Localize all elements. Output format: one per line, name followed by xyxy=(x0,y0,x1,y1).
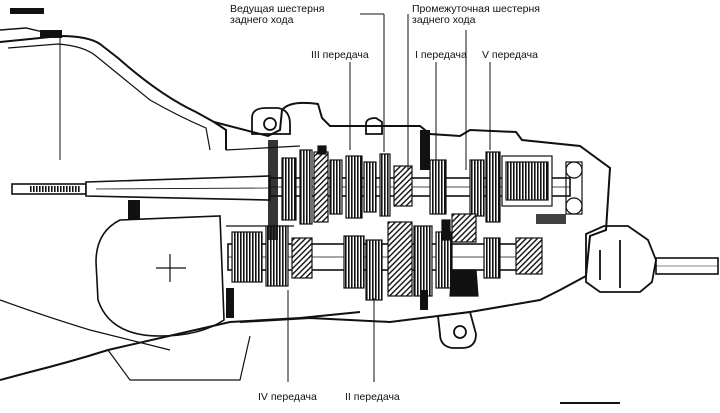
label-reverse-idler-gear: Промежуточная шестерня заднего хода xyxy=(412,3,540,26)
housing-walls xyxy=(128,130,566,318)
label-fourth-gear: IV передача xyxy=(258,391,317,403)
tail-housing xyxy=(585,225,657,293)
label-third-gear: III передача xyxy=(311,49,369,61)
input-shaft xyxy=(11,175,271,201)
housing-tab xyxy=(40,30,62,38)
label-reverse-drive-gear: Ведущая шестерня заднего хода xyxy=(230,3,325,26)
clutch-cross xyxy=(95,215,225,337)
corner-mark xyxy=(10,8,44,14)
clutch-housing xyxy=(0,27,361,381)
reverse-idler-block xyxy=(441,213,479,297)
main-shaft-gears xyxy=(281,145,501,225)
leader-lines xyxy=(287,13,491,382)
label-first-gear: I передача xyxy=(415,49,467,61)
bottom-lug xyxy=(437,311,477,349)
label-fifth-gear: V передача xyxy=(482,49,538,61)
top-lug xyxy=(251,107,383,135)
counter-shaft-gears xyxy=(231,221,501,301)
label-second-gear: II передача xyxy=(345,391,400,403)
footer-mark xyxy=(560,402,620,404)
rear-bearing xyxy=(501,155,583,275)
